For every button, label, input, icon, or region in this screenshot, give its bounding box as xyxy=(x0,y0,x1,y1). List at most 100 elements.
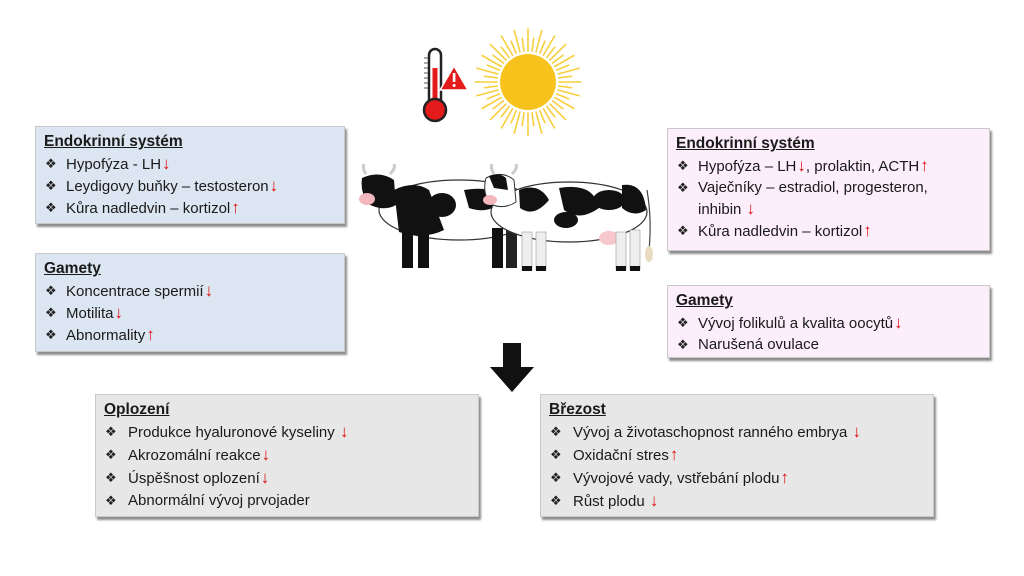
list-item: ❖Kůra nadledvin – kortizol↑ xyxy=(676,220,981,242)
item-text: Hypofýza – LH xyxy=(698,158,797,175)
sun-ray xyxy=(500,46,510,59)
holstein-cows-illustration xyxy=(359,163,653,271)
item-text: Narušená ovulace xyxy=(698,336,819,353)
cow-right xyxy=(483,163,653,271)
item-text: Úspěšnost oplození xyxy=(128,470,260,487)
item-text: Koncentrace spermií xyxy=(66,283,204,300)
item-text: Kůra nadledvin – kortizol xyxy=(66,200,231,217)
sun-ray xyxy=(557,67,580,75)
box-title: Gamety xyxy=(676,292,733,309)
box-title: Endokrinní systém xyxy=(676,135,815,152)
sun-ray xyxy=(546,46,556,59)
arrow-down-icon xyxy=(490,343,534,392)
bullet-icon: ❖ xyxy=(45,305,57,320)
item-text-continued: inhibin xyxy=(698,201,746,218)
list-item: ❖ Produkce hyaluronové kyseliny ↓ xyxy=(104,421,470,444)
item-text: Motilita xyxy=(66,305,114,322)
bullet-icon: ❖ xyxy=(105,470,117,485)
arrow-down-icon: ↓ xyxy=(649,491,659,510)
arrow-down-icon: ↓ xyxy=(746,199,756,218)
sun-ray xyxy=(554,96,575,110)
sun-icon xyxy=(474,28,582,136)
sun-ray xyxy=(549,43,567,61)
bullet-icon: ❖ xyxy=(105,447,117,462)
sun-ray xyxy=(551,54,564,64)
sun-ray xyxy=(521,37,525,53)
item-text: Produkce hyaluronové kyseliny xyxy=(128,424,339,441)
sun-ray xyxy=(557,75,573,79)
sun-ray xyxy=(554,54,575,68)
bullet-icon: ❖ xyxy=(677,337,689,352)
item-list: ❖Vývoj folikulů a kvalita oocytů↓❖Naruše… xyxy=(676,312,981,355)
arrow-down-icon: ↓ xyxy=(894,313,903,332)
sun-ray xyxy=(481,54,502,68)
bullet-icon: ❖ xyxy=(45,283,57,298)
item-text: Kůra nadledvin – kortizol xyxy=(698,223,863,240)
arrow-down-icon: ↓ xyxy=(797,156,806,175)
sun-ray xyxy=(531,111,535,127)
list-item: ❖ Růst plodu ↓ xyxy=(549,490,925,513)
sun-ray xyxy=(489,43,507,61)
sun-ray xyxy=(557,89,580,97)
sun-ray xyxy=(476,67,499,75)
arrow-up-icon: ↑ xyxy=(146,325,155,344)
sun-ray xyxy=(513,30,521,53)
sun-ray xyxy=(510,109,517,124)
female-gametes-box: Gamety ❖Vývoj folikulů a kvalita oocytů↓… xyxy=(667,285,990,358)
female-endocrine-box: Endokrinní systém ❖Hypofýza – LH↓, prola… xyxy=(667,128,990,251)
bullet-icon: ❖ xyxy=(105,424,117,439)
item-text: Oxidační stres xyxy=(573,447,669,464)
bullet-icon: ❖ xyxy=(45,156,57,171)
arrow-down-icon: ↓ xyxy=(261,445,271,464)
sun-ray xyxy=(539,40,546,55)
sun-ray xyxy=(555,64,570,71)
bullet-icon: ❖ xyxy=(677,158,689,173)
arrow-down-icon: ↓ xyxy=(269,176,279,195)
bullet-icon: ❖ xyxy=(45,178,57,193)
sun-ray xyxy=(557,85,573,89)
item-list: ❖Hypofýza - LH↓❖Leydigovy buňky – testos… xyxy=(44,153,336,219)
list-item: ❖ Abnormality↑ xyxy=(44,324,336,346)
list-item: ❖ Oxidační stres↑ xyxy=(549,444,925,467)
item-text: Vaječníky – estradiol, progesteron, xyxy=(698,179,928,196)
item-list: ❖Vývoj a životaschopnost ranného embrya … xyxy=(549,421,925,513)
item-text: Vývojové vady, vstřebání plodu xyxy=(573,470,780,487)
sun-ray xyxy=(549,103,567,121)
list-item: ❖Kůra nadledvin – kortizol↑ xyxy=(44,197,336,219)
pregnancy-box: Březost ❖Vývoj a životaschopnost ranného… xyxy=(540,394,934,517)
bullet-icon: ❖ xyxy=(677,315,689,330)
list-item: ❖Vývoj folikulů a kvalita oocytů↓ xyxy=(676,312,981,334)
sun-ray xyxy=(542,35,556,56)
bullet-icon: ❖ xyxy=(677,180,689,195)
item-text: Abnormality xyxy=(66,327,146,344)
bullet-icon: ❖ xyxy=(45,327,57,342)
arrow-up-icon: ↑ xyxy=(231,198,240,217)
item-text: Růst plodu xyxy=(573,493,649,510)
list-item: ❖ Vaječníky – estradiol, progesteron, inhi… xyxy=(676,177,981,220)
list-item: ❖Úspěšnost oplození↓ xyxy=(104,467,470,490)
arrow-up-icon: ↑ xyxy=(920,156,929,175)
item-list: ❖Koncentrace spermií↓❖Motilita↓❖Abnormal… xyxy=(44,280,336,346)
box-title: Gamety xyxy=(44,260,101,277)
sun-ray xyxy=(542,108,556,129)
list-item: ❖Vývoj a životaschopnost ranného embrya … xyxy=(549,421,925,444)
male-gametes-box: Gamety ❖Koncentrace spermií↓❖Motilita↓❖A… xyxy=(35,253,345,352)
item-list: ❖ Produkce hyaluronové kyseliny ↓ ❖ Akrozom… xyxy=(104,421,470,512)
sun-ray xyxy=(531,37,535,53)
arrow-up-icon: ↑ xyxy=(669,445,679,464)
item-text: Akrozomální reakce xyxy=(128,447,261,464)
sun-ray xyxy=(555,93,570,100)
sun-ray xyxy=(513,111,521,134)
item-list: ❖Hypofýza – LH↓, prolaktin, ACTH↑❖Vaječn… xyxy=(676,155,981,242)
bullet-icon: ❖ xyxy=(550,470,562,485)
arrow-up-icon: ↑ xyxy=(863,221,872,240)
sun-ray xyxy=(486,64,501,71)
list-item: ❖ Koncentrace spermií↓ xyxy=(44,280,336,302)
arrow-down-icon: ↓ xyxy=(339,422,349,441)
arrow-down-icon: ↓ xyxy=(204,281,214,300)
bullet-icon: ❖ xyxy=(550,493,562,508)
item-text: Hypofýza - LH xyxy=(66,156,162,173)
sun-ray xyxy=(510,40,517,55)
thermometer-warning-icon xyxy=(422,47,469,123)
bullet-icon: ❖ xyxy=(550,447,562,462)
